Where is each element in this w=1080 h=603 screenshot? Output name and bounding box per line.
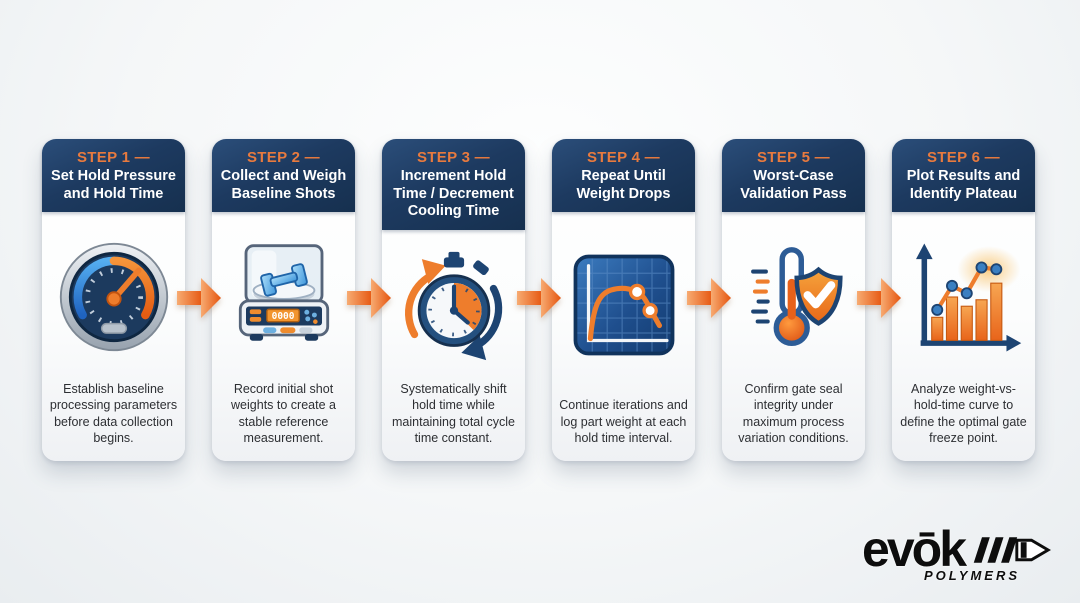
step-5-header: STEP 5 — Worst-Case Validation Pass — [722, 139, 865, 213]
connector-arrow-icon — [517, 278, 561, 318]
step-1-icon-slot — [42, 212, 185, 381]
connector-arrow-icon — [347, 278, 391, 318]
step-2-description: Record initial shot weights to create a … — [231, 382, 336, 445]
step-1-title: Set Hold Pressure and Hold Time — [51, 168, 176, 202]
step-4-description: Continue iterations and log part weight … — [559, 398, 688, 445]
step-1-label: STEP 1 — — [77, 149, 150, 166]
brand-logo-row: evōk — [862, 521, 1052, 577]
step-6-header: STEP 6 — Plot Results and Identify Plate… — [892, 139, 1035, 213]
step-1-header: STEP 1 — Set Hold Pressure and Hold Time — [42, 139, 185, 213]
step-4-header: STEP 4 — Repeat Until Weight Drops — [552, 139, 695, 213]
step-5-description: Confirm gate seal integrity under maximu… — [738, 382, 849, 445]
pressure-gauge-icon — [59, 242, 168, 351]
weight-curve-chart-icon — [573, 254, 674, 356]
step-card-2: STEP 2 — Collect and Weigh Baseline Shot… — [212, 139, 355, 461]
bar-chart-plateau-icon — [915, 243, 1021, 352]
connector-arrow-icon — [177, 278, 221, 318]
step-3-title: Increment Hold Time / Decrement Cooling … — [393, 168, 514, 220]
step-2-label: STEP 2 — — [247, 149, 320, 166]
step-2-icon-slot: 0000 — [212, 212, 355, 381]
step-6-icon-slot — [892, 212, 1035, 381]
step-5-label: STEP 5 — — [757, 149, 830, 166]
stopwatch-cycle-icon — [404, 251, 502, 360]
step-3-header: STEP 3 — Increment Hold Time / Decrement… — [382, 139, 525, 231]
step-cards-row: STEP 1 — Set Hold Pressure and Hold Time — [42, 139, 1035, 461]
step-card-6: STEP 6 — Plot Results and Identify Plate… — [892, 139, 1035, 461]
step-4-icon-slot — [552, 212, 695, 397]
brand-subtext: POLYMERS — [924, 568, 1021, 583]
injection-screw-icon — [973, 536, 1051, 563]
thermometer-shield-icon — [750, 246, 843, 346]
step-5-icon-slot — [722, 212, 865, 381]
step-card-3: STEP 3 — Increment Hold Time / Decrement… — [382, 139, 525, 461]
step-6-title: Plot Results and Identify Plateau — [906, 168, 1021, 202]
step-2-title: Collect and Weigh Baseline Shots — [220, 168, 347, 202]
step-3-label: STEP 3 — — [417, 149, 490, 166]
weighing-scale-icon: 0000 — [238, 243, 329, 341]
step-4-title: Repeat Until Weight Drops — [576, 168, 671, 202]
step-card-1: STEP 1 — Set Hold Pressure and Hold Time — [42, 139, 185, 461]
brand-name: evōk — [862, 521, 967, 577]
step-card-5: STEP 5 — Worst-Case Validation Pass — [722, 139, 865, 461]
step-4-label: STEP 4 — — [587, 149, 660, 166]
connector-arrow-icon — [857, 278, 901, 318]
step-1-description: Establish baseline processing parameters… — [49, 382, 178, 445]
step-card-4: STEP 4 — Repeat Until Weight Drops — [552, 139, 695, 461]
step-5-title: Worst-Case Validation Pass — [740, 168, 847, 202]
step-3-icon-slot — [382, 230, 525, 381]
step-3-description: Systematically shift hold time while mai… — [392, 382, 515, 445]
step-6-label: STEP 6 — — [927, 149, 1000, 166]
step-2-header: STEP 2 — Collect and Weigh Baseline Shot… — [212, 139, 355, 213]
svg-text:0000: 0000 — [271, 311, 294, 322]
connector-arrow-icon — [687, 278, 731, 318]
step-6-description: Analyze weight-vs-hold-time curve to def… — [900, 382, 1027, 445]
brand-logo: evōk POLYMERS — [862, 521, 1052, 583]
